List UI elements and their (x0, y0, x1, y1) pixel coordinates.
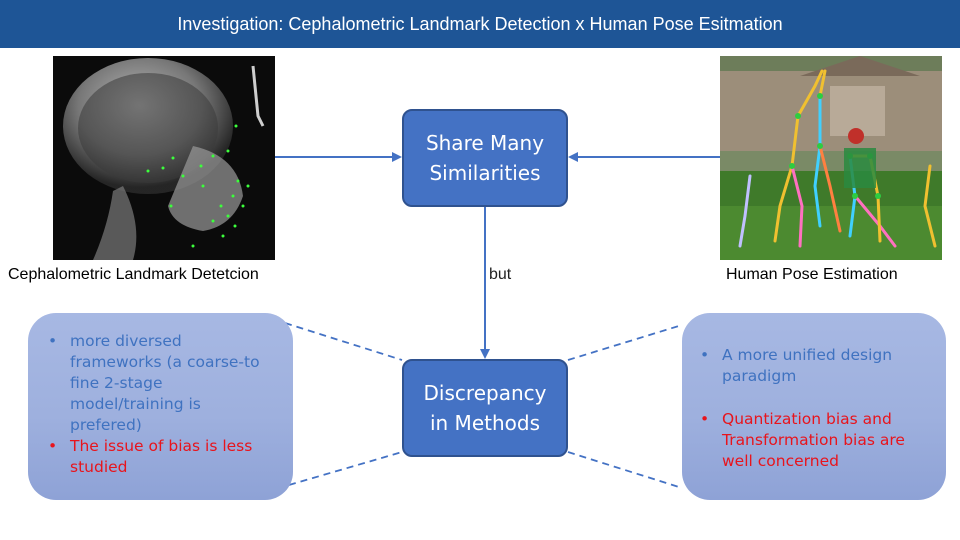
share-similarities-node: Share Many Similarities (402, 109, 568, 207)
slide-title: Investigation: Cephalometric Landmark De… (177, 13, 783, 34)
discrepancy-methods-node: Discrepancy in Methods (402, 359, 568, 457)
right-bullet-2: Quantization bias and Transformation bia… (700, 409, 932, 472)
dashed-right-bottom (567, 451, 683, 489)
left-bullet-2: The issue of bias is less studied (48, 436, 275, 478)
right-bullet-1: A more unified design paradigm (700, 345, 932, 387)
dashed-right-top (567, 324, 683, 361)
left-notes-panel: more diversed frameworks (a coarse-to fi… (28, 313, 293, 500)
right-notes-panel: A more unified design paradigm Quantizat… (682, 313, 946, 500)
slide-title-bar: Investigation: Cephalometric Landmark De… (0, 0, 960, 48)
cephalometric-xray-image (53, 56, 275, 260)
dashed-left-bottom (288, 451, 403, 486)
left-image-caption: Cephalometric Landmark Detetcion (8, 266, 259, 283)
left-bullet-1: more diversed frameworks (a coarse-to fi… (48, 331, 275, 436)
right-image-caption: Human Pose Estimation (726, 266, 898, 283)
dashed-left-top (284, 322, 403, 361)
human-pose-image (720, 56, 942, 260)
but-label: but (489, 266, 512, 283)
